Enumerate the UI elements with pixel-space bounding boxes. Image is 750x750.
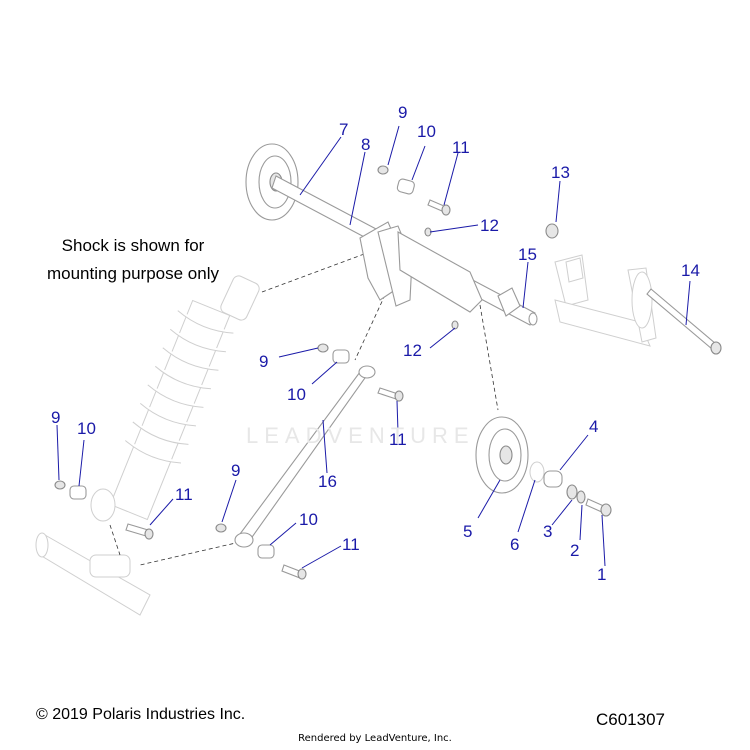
callout-15: 15	[518, 245, 537, 264]
callout-10: 10	[299, 510, 318, 529]
callout-8: 8	[361, 135, 370, 154]
callout-10: 10	[77, 419, 96, 438]
callout-9: 9	[398, 103, 407, 122]
long-bolt	[646, 288, 722, 355]
alignment-lines	[109, 249, 499, 566]
callout-3: 3	[543, 522, 552, 541]
callout-12: 12	[403, 341, 422, 360]
callout-16: 16	[318, 472, 337, 491]
callout-4: 4	[589, 417, 598, 436]
callout-13: 13	[551, 163, 570, 182]
hardware-middle	[317, 320, 459, 402]
callout-12: 12	[480, 216, 499, 235]
callout-11: 11	[452, 138, 470, 157]
diagram-code: C601307	[596, 710, 666, 729]
callout-numbers: 7 8 9 10 11 12 13 14 15 12 9 10 11 16 4 …	[51, 103, 700, 584]
idler-wheel-lower	[475, 416, 529, 494]
callout-6: 6	[510, 535, 519, 554]
idler-wheel-upper	[245, 143, 299, 221]
callout-11: 11	[342, 535, 360, 554]
callout-9: 9	[231, 461, 240, 480]
watermark: LEADVENTURE	[246, 423, 475, 448]
axle-bracket	[359, 221, 521, 317]
shock-note: Shock is shown for mounting purpose only	[46, 236, 219, 283]
rendered-by: Rendered by LeadVenture, Inc.	[298, 733, 452, 744]
leader-lines	[56, 125, 691, 569]
copyright: © 2019 Polaris Industries Inc.	[36, 706, 246, 723]
hardware-lower	[54, 480, 307, 580]
callout-10: 10	[417, 122, 436, 141]
callout-14: 14	[681, 261, 700, 280]
callout-10: 10	[287, 385, 306, 404]
lower-mount-rail	[35, 532, 151, 616]
link-arm	[234, 365, 376, 548]
rear-bracket-faint	[554, 254, 657, 347]
callout-11: 11	[389, 430, 407, 449]
wheel-hardware	[529, 461, 612, 517]
callout-7: 7	[339, 120, 348, 139]
callout-11: 11	[175, 485, 193, 504]
callout-2: 2	[570, 541, 579, 560]
shock-absorber	[90, 275, 260, 522]
callout-9: 9	[51, 408, 60, 427]
callout-5: 5	[463, 522, 472, 541]
callout-9: 9	[259, 352, 268, 371]
hardware-upper	[377, 165, 559, 239]
callout-1: 1	[597, 565, 606, 584]
